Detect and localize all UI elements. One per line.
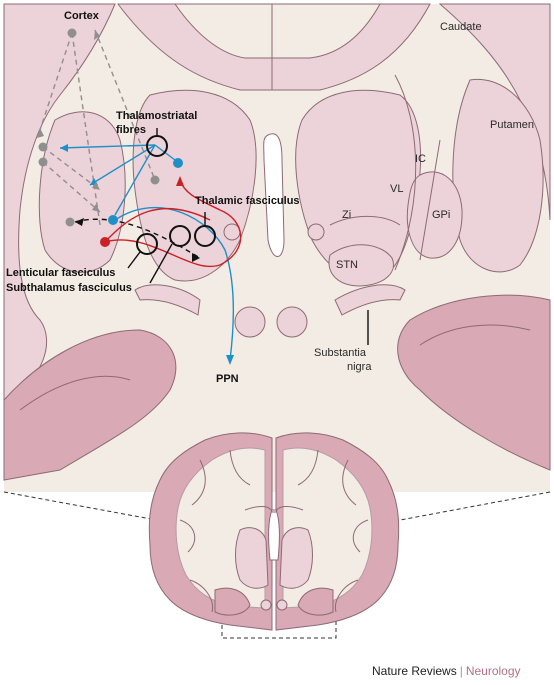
lenticular-marker [136,233,158,255]
label-subthalamus-fasciculus: Subthalamus fasciculus [6,282,132,294]
mammillary-small-left [260,599,272,611]
pathways [37,28,369,365]
thalamic-fasciculus-paths [104,179,242,268]
subthalamus-marker [169,225,191,247]
internal-capsule-border [394,74,417,271]
third-ventricle [263,133,285,257]
right-temporal-lobe [397,294,551,471]
label-ppn: PPN [216,373,239,385]
arrow-ppn [226,355,234,365]
journal-separator: | [459,664,463,678]
arrow-grey-3 [92,182,100,190]
zona-incerta [329,215,401,226]
label-zi: Zi [342,209,351,221]
label-vl: VL [390,183,403,195]
journal-credit: Nature Reviews|Neurology [372,664,521,678]
cortex-neuron [67,28,77,38]
left-temporal-small [214,587,251,616]
labels: Cortex Caudate Putamen IC VL GPi Zi STN … [6,10,534,385]
label-nigra: nigra [347,361,372,373]
right-gpi [406,171,463,259]
corpus-callosum [174,3,381,59]
label-stn: STN [336,259,358,271]
right-thalamus-small [279,527,313,589]
striatal-neuron-3 [65,217,75,227]
striatal-neuron-1 [38,142,48,152]
left-mammillary-body [234,306,266,338]
striatal-neuron-2 [38,157,48,167]
gp-lamina [419,139,441,261]
thalamostriatal-paths [59,144,234,361]
journal-section: Neurology [465,664,521,678]
label-ic: IC [415,153,426,165]
arrow-grey-1 [37,128,44,138]
blue-neuron-1 [108,215,118,225]
journal-name: Nature Reviews [372,664,457,678]
label-putamen: Putamen [490,119,534,131]
left-lenticular-nucleus [38,111,126,273]
whole-brain-coronal-section [148,432,400,631]
gyri-lines [179,449,369,613]
right-temporal-small [297,587,334,616]
left-cortex [3,3,116,401]
right-stn [328,244,394,287]
left-thalamus-small [235,527,269,589]
arrow-blue-1 [60,144,68,152]
thalamic-neuron-grey [150,175,160,185]
leader-lines [127,128,369,345]
right-fornix [307,223,325,241]
label-substantia: Substantia [314,347,367,359]
arrow-black-2 [192,253,200,262]
blue-neuron-2 [173,158,183,168]
lenticular-dashed-path [74,218,201,259]
cortical-projections [39,29,156,226]
right-hippocampus-line [419,324,531,346]
arrow-black [75,218,84,226]
mammillary-small-right [276,599,288,611]
enlarged-coronal-section [3,3,551,492]
left-temporal-lobe [3,329,177,481]
corpus-callosum-small [244,506,304,513]
left-substantia-nigra [134,284,201,316]
label-fibres: fibres [116,124,146,136]
label-thalamostriatal: Thalamostriatal [116,110,197,122]
arrow-grey-4 [92,204,100,212]
right-mammillary-body [276,306,308,338]
red-neuron [100,237,110,247]
label-lenticular-fasciculus: Lenticular fasciculus [6,267,115,279]
right-substantia-nigra [334,284,406,316]
label-caudate: Caudate [440,21,482,33]
label-gpi: GPi [432,209,450,221]
left-hippocampus-line [19,375,131,411]
arrow-red [176,176,184,186]
arrow-grey-2 [94,30,100,40]
label-thalamic-fasciculus: Thalamic fasciculus [195,195,300,207]
ventricle-small [268,509,280,561]
label-cortex: Cortex [64,10,100,22]
